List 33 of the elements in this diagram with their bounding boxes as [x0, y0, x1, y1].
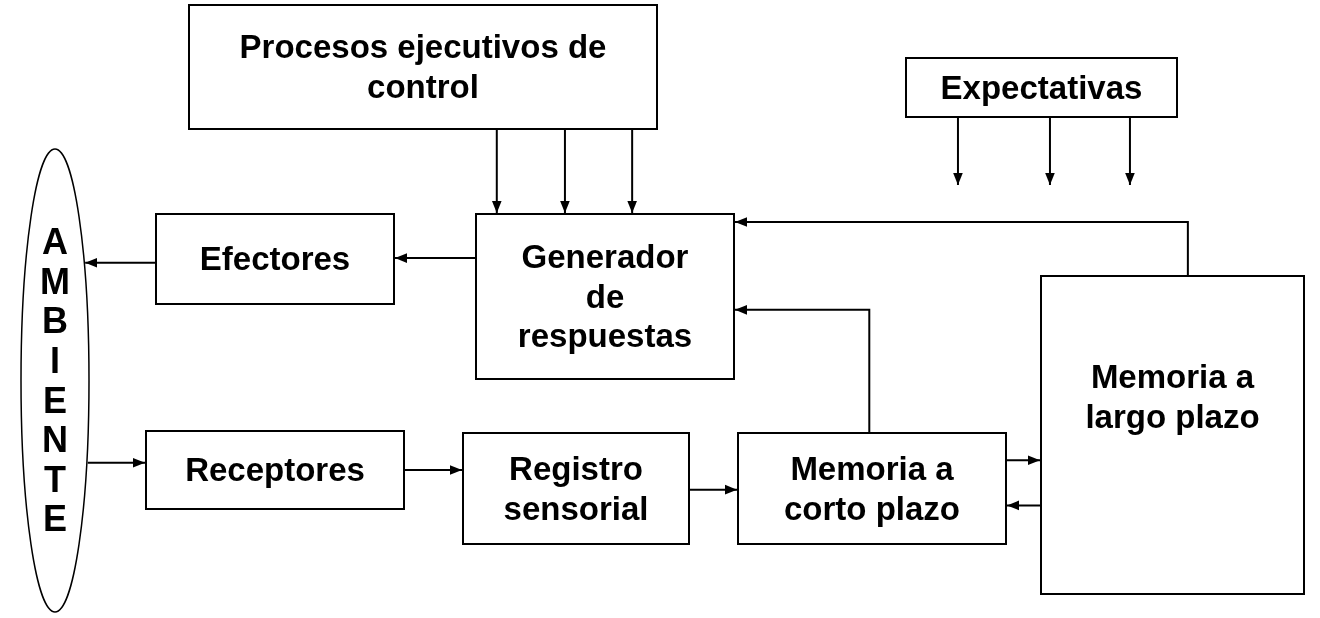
arrow — [404, 465, 463, 475]
arrow — [84, 257, 156, 268]
node-label: Receptores — [185, 450, 365, 490]
process-box — [475, 213, 735, 380]
node-label: Memoria a corto plazo — [783, 448, 961, 529]
node-label: Registro sensorial — [502, 448, 650, 529]
memory-box — [737, 432, 1007, 545]
arrow — [627, 129, 637, 214]
node-label: Expectativas — [940, 67, 1143, 108]
node-label: Procesos ejecutivos de control — [238, 27, 608, 107]
arrow — [734, 305, 871, 433]
arrow — [689, 484, 738, 495]
node-label: AMBIENTE — [39, 222, 71, 539]
arrow — [394, 253, 476, 263]
process-box — [155, 213, 395, 305]
process-box — [188, 4, 658, 130]
node-label: Memoria a largo plazo — [1084, 357, 1261, 437]
process-box — [905, 57, 1178, 118]
node-label: Efectores — [199, 239, 351, 279]
memory-box — [1040, 275, 1305, 595]
arrow — [1125, 117, 1135, 186]
process-box — [145, 430, 405, 510]
arrow — [953, 117, 963, 186]
environment-ellipse — [20, 148, 90, 613]
node-label: Generador de respuestas — [516, 237, 694, 356]
process-box — [462, 432, 690, 545]
arrow — [560, 129, 570, 214]
arrow — [1006, 455, 1041, 466]
arrow — [1045, 117, 1055, 186]
arrow — [86, 458, 146, 468]
arrow — [492, 129, 502, 214]
arrow — [734, 217, 1189, 276]
arrow — [1006, 500, 1041, 511]
